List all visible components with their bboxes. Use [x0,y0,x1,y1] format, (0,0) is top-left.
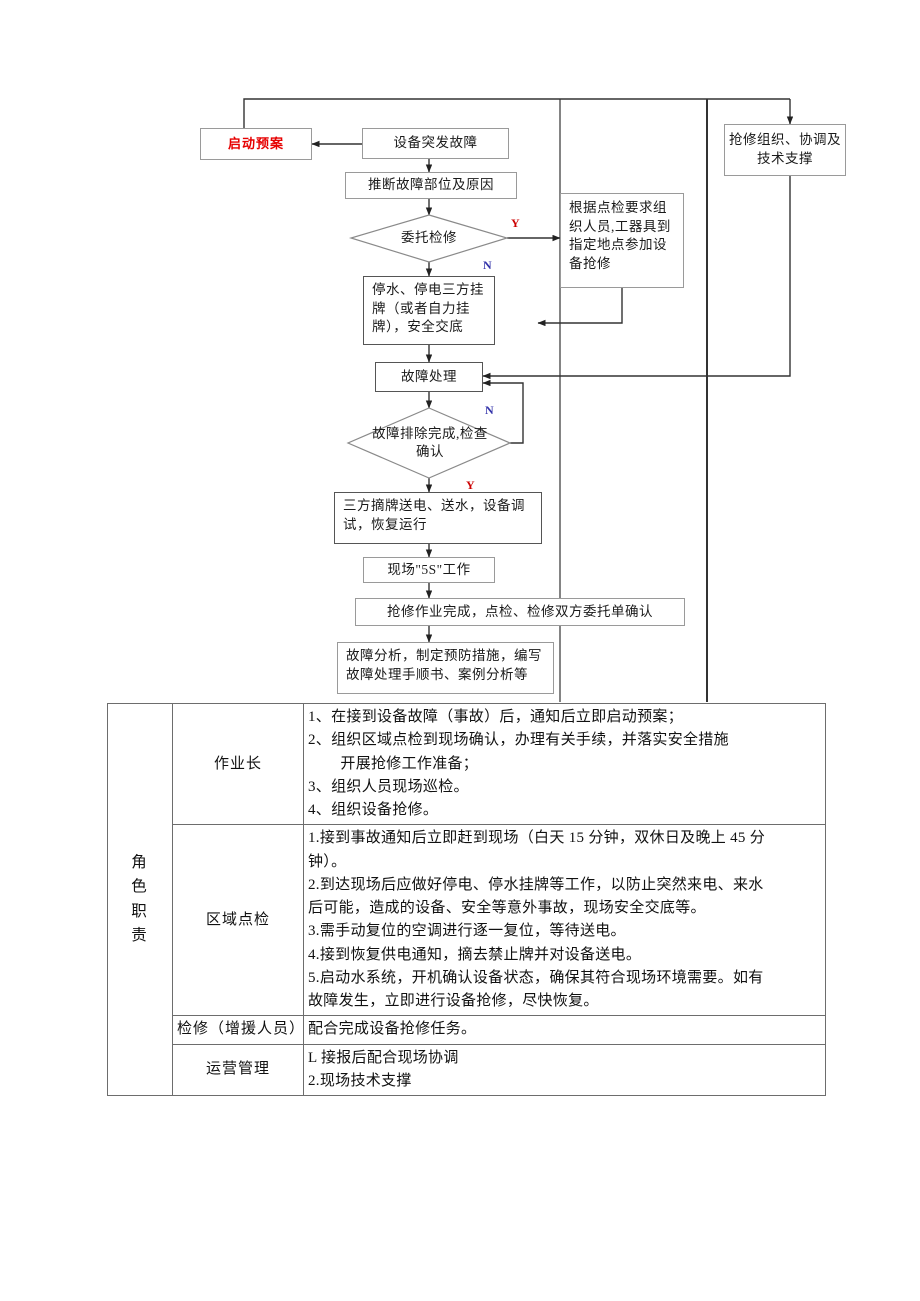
group-char-0: 角 [131,854,149,872]
duty-line: 2.到达现场后应做好停电、停水挂牌等工作，以防止突然来电、来水 [308,876,764,893]
node-work-completed: 抢修作业完成，点检、检修双方委托单确认 [355,598,685,626]
flowchart-diagram: 启动预案 设备突发故障 推断故障部位及原因 委托检修 Y N 根据点检要求组织人… [200,98,846,702]
node-fault-handling: 故障处理 [375,362,483,392]
table-row: 角 色 职 责 作业长 1、在接到设备故障（事故）后，通知后立即启动预案； 2、… [107,702,826,1096]
table-row: 运营管理 L 接报后配合现场协调 2.现场技术支撑 [108,1043,826,1096]
node-infer-cause-label: 推断故障部位及原因 [368,177,494,193]
node-restore-operation-label: 三方摘牌送电、送水，设备调试，恢复运行 [343,498,525,532]
duty-line: 故障发生，立即进行设备抢修，尽快恢复。 [308,993,599,1009]
duty-line: 2.现场技术支撑 [308,1072,412,1089]
role-duties-cell: L 接报后配合现场协调 2.现场技术支撑 [303,1043,826,1096]
duty-line: 后可能，造成的设备、安全等意外事故，现场安全交底等。 [308,900,706,916]
duty-line: 3.需手动复位的空调进行逐一复位，等待送电。 [308,923,626,940]
decision-entrust-repair: 委托检修 [379,226,479,250]
duty-line: 开展抢修工作准备； [308,755,479,772]
node-restore-operation: 三方摘牌送电、送水，设备调试，恢复运行 [334,492,542,544]
node-start-plan: 启动预案 [200,128,312,160]
branch-label-entrust-yes: Y [511,216,520,230]
group-header-role-responsibility: 角 色 职 责 [107,703,173,1096]
node-infer-cause: 推断故障部位及原因 [345,172,517,199]
decision-entrust-repair-label: 委托检修 [401,230,457,246]
table-row: 检修（增援人员） 配合完成设备抢修任务。 [108,1015,826,1045]
decision-fault-cleared: 故障排除完成,检查确认 [372,425,488,461]
role-name-cell: 区域点检 [172,824,304,1017]
duty-line: 2、组织区域点检到现场确认，办理有关手续，并落实安全措施 [308,732,729,749]
node-site-5s: 现场"5S"工作 [363,557,495,583]
node-sudden-fault-label: 设备突发故障 [393,135,478,151]
node-fault-analysis: 故障分析，制定预防措施，编写故障处理手顺书、案例分析等 [337,642,554,694]
group-char-1: 色 [131,878,149,896]
node-organize-staff-label: 根据点检要求组织人员,工器具到指定地点参加设备抢修 [569,200,671,271]
duty-line: 3、组织人员现场巡检。 [308,778,469,795]
duty-line: L 接报后配合现场协调 [308,1049,459,1066]
role-name-cell: 检修（增援人员） [172,1015,304,1045]
branch-label-cleared-no: N [485,403,494,417]
branch-label-cleared-yes: Y [466,478,475,492]
role-duties-cell: 配合完成设备抢修任务。 [303,1015,826,1045]
node-sudden-fault: 设备突发故障 [362,128,509,159]
group-char-2: 职 [131,902,149,920]
node-rescue-organization-label: 抢修组织、协调及技术支撑 [729,132,841,166]
duty-line: 5.启动水系统，开机确认设备状态，确保其符合现场环境需要。如有 [308,969,764,986]
node-start-plan-label: 启动预案 [227,136,284,152]
node-lockout-tagout: 停水、停电三方挂牌（或者自力挂牌），安全交底 [363,276,495,345]
duty-line: 4、组织设备抢修。 [308,802,439,818]
duty-line: 钟）。 [308,853,347,870]
role-duties-cell: 1、在接到设备故障（事故）后，通知后立即启动预案； 2、组织区域点检到现场确认，… [303,702,826,826]
node-organize-staff: 根据点检要求组织人员,工器具到指定地点参加设备抢修 [560,193,684,288]
branch-label-entrust-no: N [483,258,492,272]
role-responsibility-table: 角 色 职 责 作业长 1、在接到设备故障（事故）后，通知后立即启动预案； 2、… [107,702,826,1096]
node-work-completed-label: 抢修作业完成，点检、检修双方委托单确认 [387,603,653,619]
table-row: 区域点检 1.接到事故通知后立即赶到现场（白天 15 分钟，双休日及晚上 45 … [108,824,826,1017]
duty-line: 4.接到恢复供电通知，摘去禁止牌并对设备送电。 [308,946,642,963]
node-fault-analysis-label: 故障分析，制定预防措施，编写故障处理手顺书、案例分析等 [346,648,542,682]
duty-line: 配合完成设备抢修任务。 [308,1021,477,1038]
role-name-cell: 运营管理 [172,1043,304,1096]
decision-fault-cleared-label: 故障排除完成,检查确认 [372,426,488,459]
node-site-5s-label: 现场"5S"工作 [387,561,471,577]
duty-line: 1.接到事故通知后立即赶到现场（白天 15 分钟，双休日及晚上 45 分 [308,830,766,847]
node-rescue-organization: 抢修组织、协调及技术支撑 [724,124,846,176]
group-char-3: 责 [131,926,149,944]
duty-line: 1、在接到设备故障（事故）后，通知后立即启动预案； [308,709,684,725]
role-name-cell: 作业长 [172,702,304,826]
role-duties-cell: 1.接到事故通知后立即赶到现场（白天 15 分钟，双休日及晚上 45 分 钟）。… [303,824,826,1017]
node-fault-handling-label: 故障处理 [401,368,457,384]
node-lockout-tagout-label: 停水、停电三方挂牌（或者自力挂牌），安全交底 [372,282,484,335]
